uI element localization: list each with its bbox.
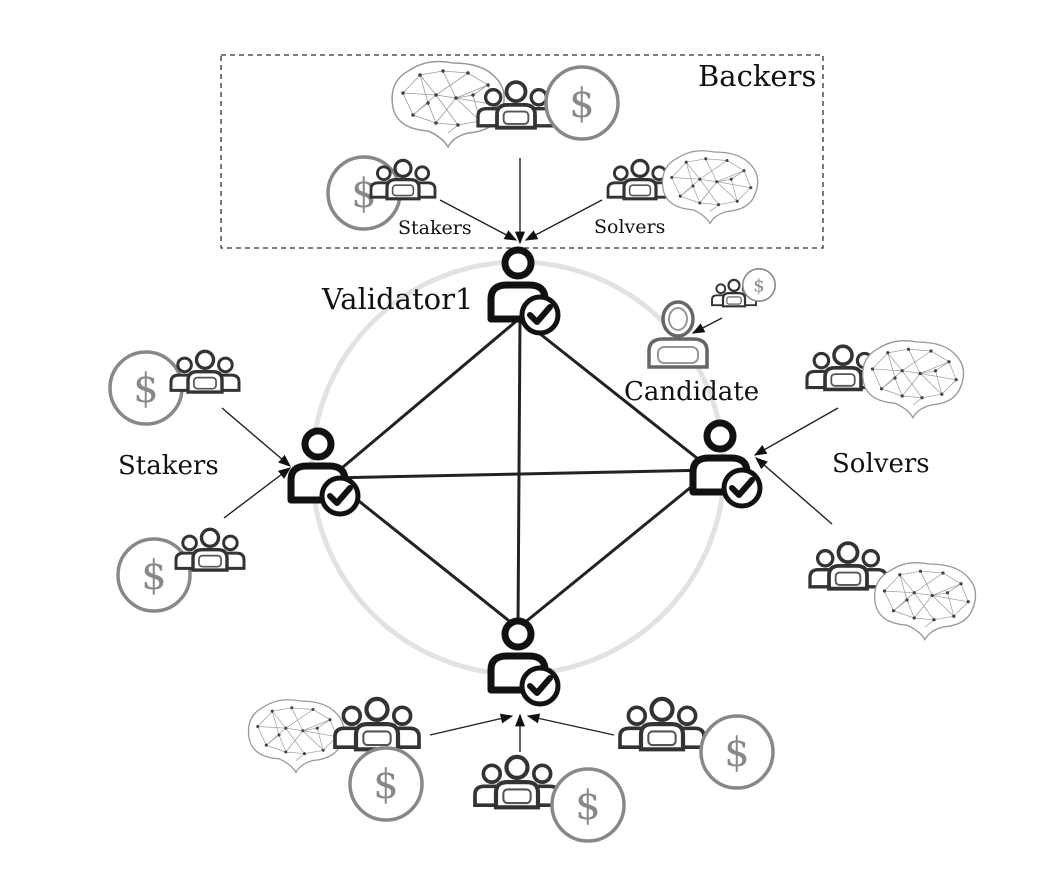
candidate-label: Candidate — [624, 377, 759, 407]
validator-check-icon — [491, 621, 558, 704]
backers-stakers-label: Stakers — [398, 217, 472, 239]
validator-check-icon — [291, 431, 358, 514]
validator-check-icon — [693, 423, 760, 506]
people-group-icon — [369, 158, 437, 201]
people-group-icon — [174, 527, 246, 572]
backers-label: Backers — [698, 59, 816, 93]
arrows — [221, 158, 839, 752]
dollar-coin-icon — [550, 767, 626, 843]
validator1-label: Validator1 — [321, 282, 473, 316]
candidate-person-icon — [647, 300, 709, 369]
backers-solvers-label: Solvers — [594, 216, 665, 238]
backers-region — [220, 54, 824, 249]
people-group-icon — [169, 349, 241, 394]
people-group-icon — [808, 541, 888, 591]
validator-connections — [329, 316, 713, 630]
dollar-coin-icon — [699, 714, 775, 790]
people-group-icon — [476, 80, 556, 130]
people-group-icon — [620, 699, 704, 749]
neural-brain-icon — [247, 699, 345, 774]
people-group-icon — [475, 757, 559, 807]
people-group-icon — [335, 699, 419, 749]
neural-brain-icon — [661, 150, 759, 225]
dollar-coin-icon — [742, 268, 776, 302]
dollar-coin-icon — [116, 537, 192, 613]
stakers-label: Stakers — [118, 451, 219, 481]
neural-brain-icon — [873, 562, 977, 641]
neural-brain-icon — [861, 340, 965, 419]
dollar-coin-icon — [348, 746, 424, 822]
solvers-label: Solvers — [832, 449, 930, 479]
dollar-coin-icon — [544, 65, 620, 141]
